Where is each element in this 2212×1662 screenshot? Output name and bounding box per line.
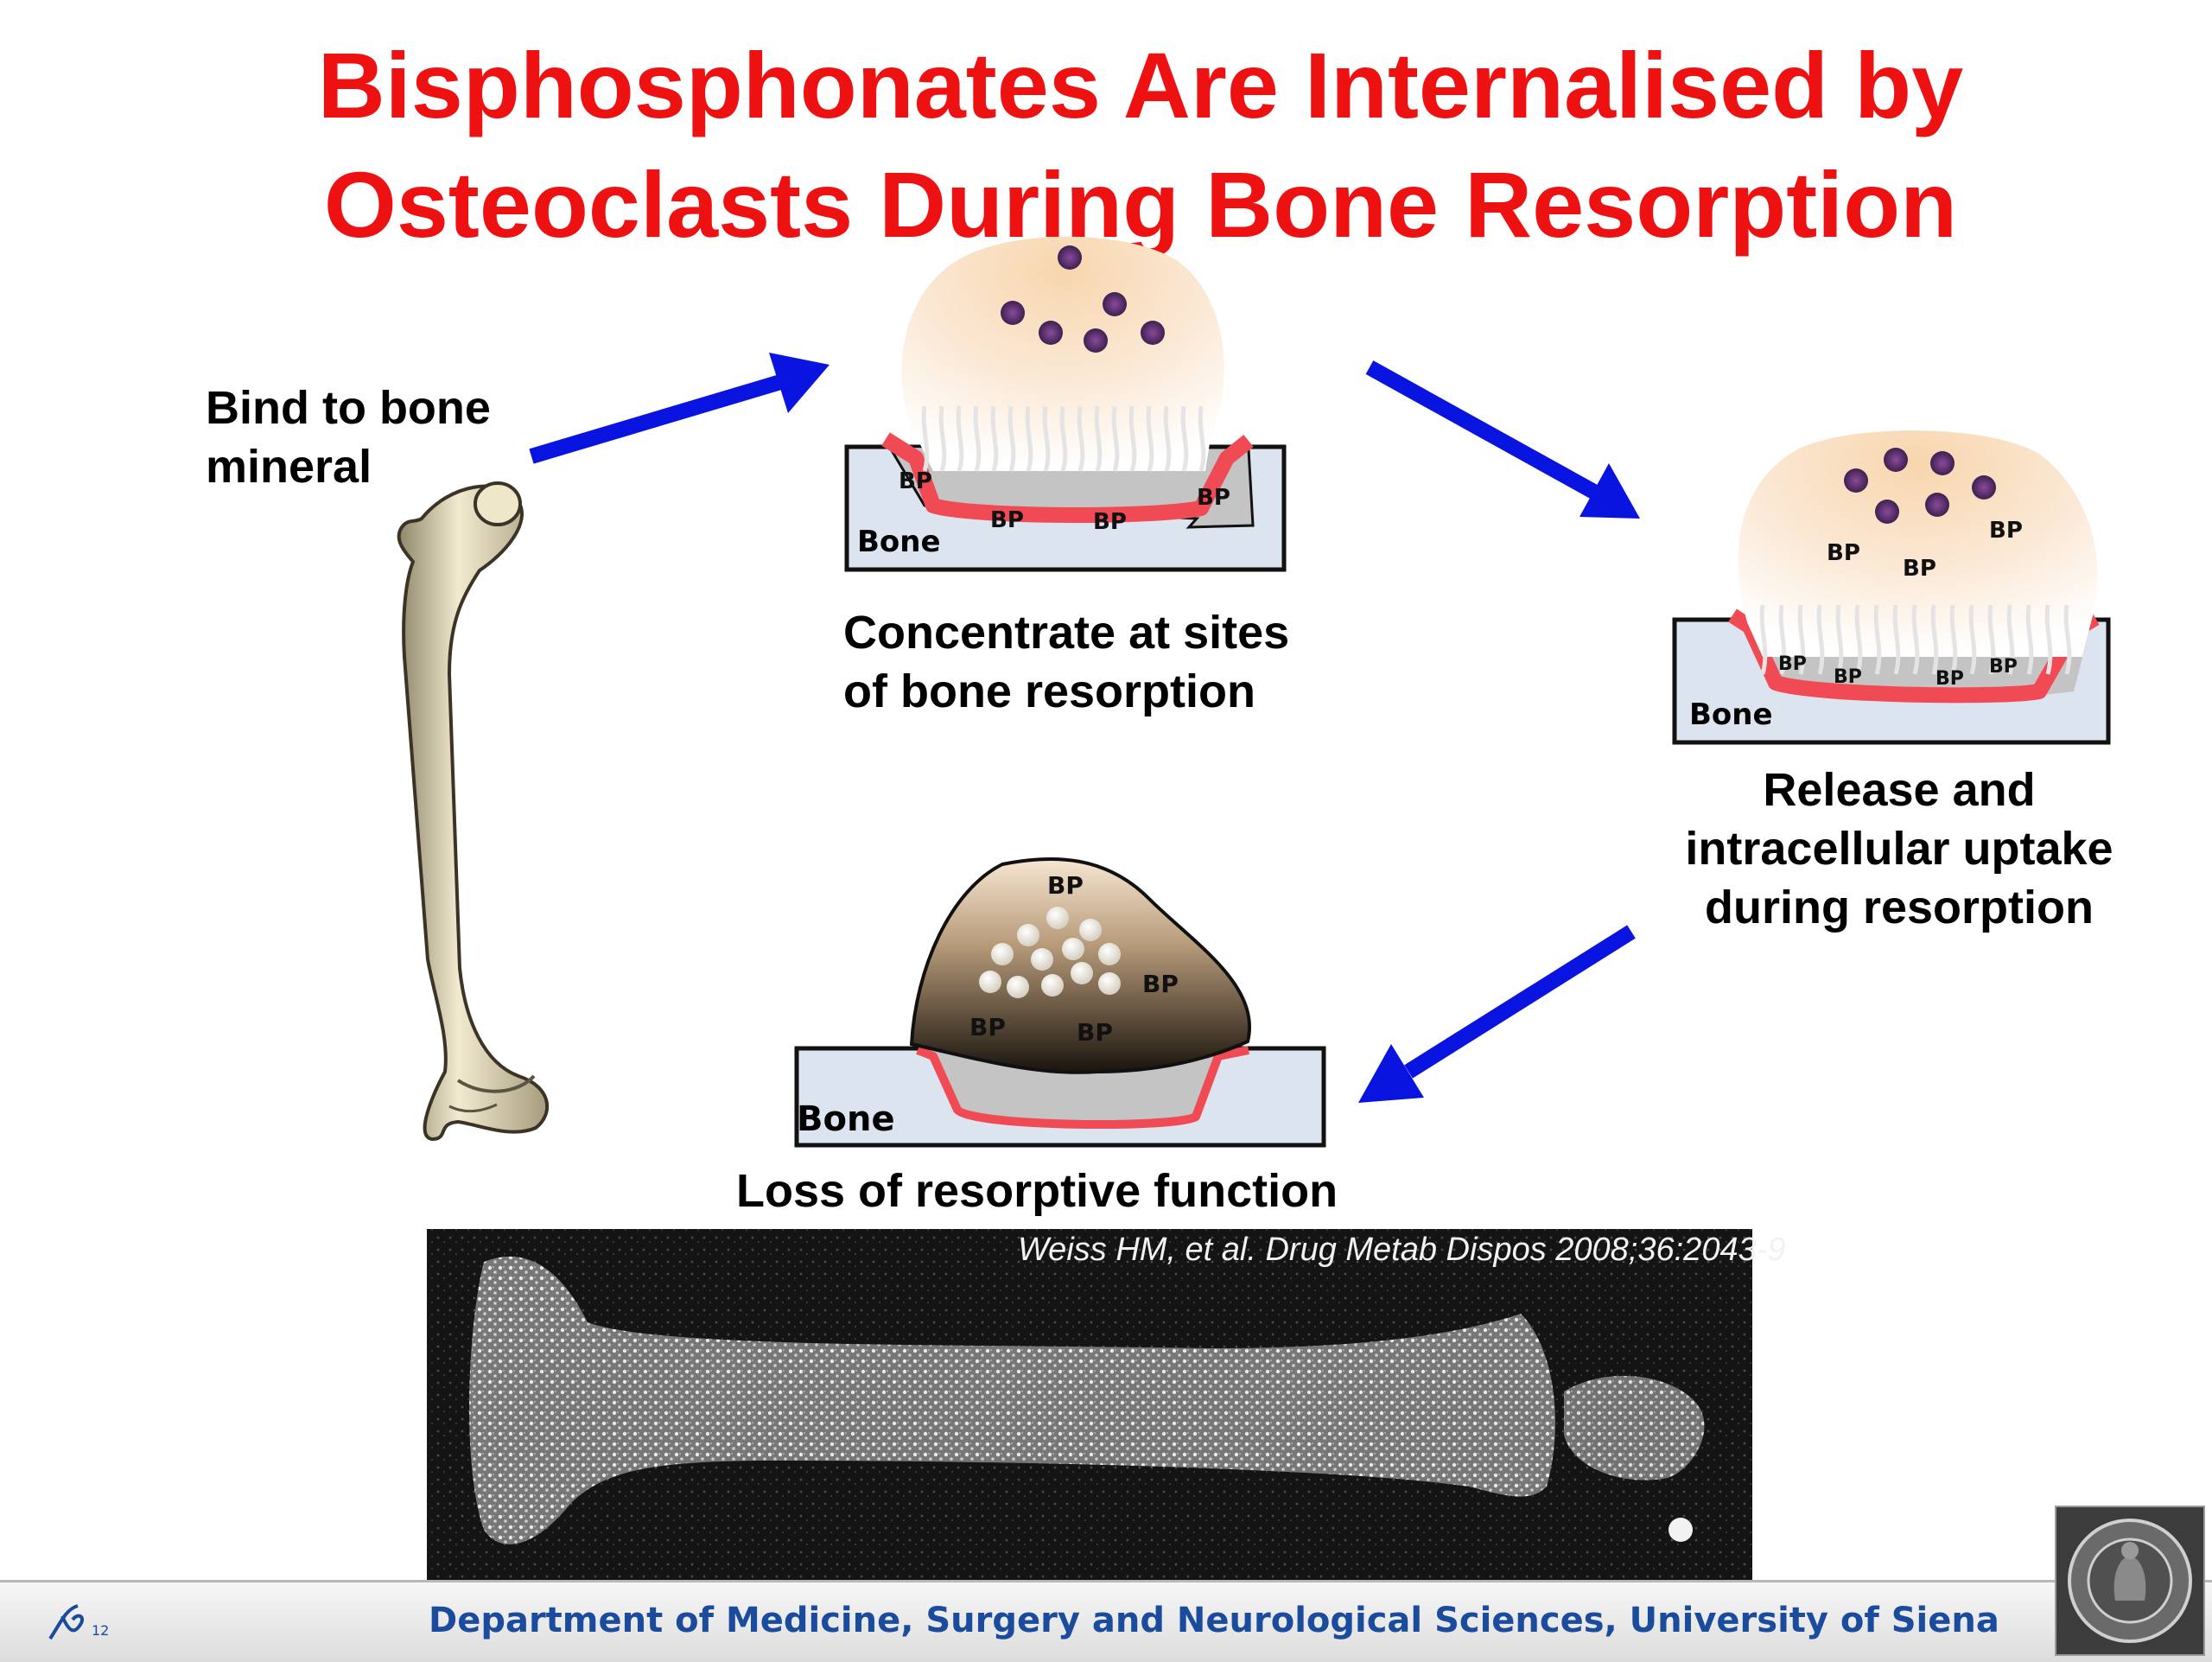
signature-logo-icon: 12 <box>48 1604 109 1640</box>
arrow-concentrate-to-release <box>1365 360 1640 519</box>
bp-label: BP <box>1936 668 1964 690</box>
bp-label: BP <box>1778 653 1807 675</box>
citation: Weiss HM, et al. Drug Metab Dispos 2008;… <box>1018 1232 1786 1268</box>
step-loss-line-1: Loss of resorptive function <box>736 1165 1338 1217</box>
footer-department: Department of Medicine, Surgery and Neur… <box>429 1601 1999 1640</box>
bp-label: BP <box>1093 509 1127 535</box>
step-release-line-3: during resorption <box>1705 882 2094 933</box>
bp-label: BP <box>1197 485 1230 511</box>
logo-text: 12 <box>92 1622 109 1639</box>
title-line-2: Osteoclasts During Bone Resorption <box>323 152 1958 257</box>
osteoclast-stage-concentrate: BP BP BP BP Bone <box>844 236 1287 572</box>
bp-label: BP <box>1834 666 1862 688</box>
step-concentrate-line-2: of bone resorption <box>843 665 1255 717</box>
bp-label: BP <box>1827 540 1860 566</box>
nuclei <box>1844 448 1996 524</box>
bone-label: Bone <box>1689 697 1773 732</box>
step-release-label: Release and intracellular uptake during … <box>1657 761 2141 937</box>
bp-label: BP <box>1989 656 2018 678</box>
vacuoles <box>979 907 1121 998</box>
step-bind-label: Bind to bone mineral <box>206 379 491 496</box>
step-bind-line-2: mineral <box>206 441 372 493</box>
nuclei <box>1001 245 1165 353</box>
bp-label: BP <box>969 1013 1006 1041</box>
arrow-release-to-loss <box>1358 925 1636 1103</box>
femur-bone-illustration <box>397 481 550 1142</box>
footer-bar <box>0 1580 2212 1662</box>
step-release-line-2: intracellular uptake <box>1685 823 2113 875</box>
ruffled-border <box>921 405 1206 472</box>
bp-label: BP <box>899 468 932 494</box>
university-seal-icon <box>2053 1504 2207 1658</box>
bp-label: BP <box>1047 871 1084 900</box>
ruffled-border <box>1759 604 2072 675</box>
slide-title: Bisphosphonates Are Internalised by Oste… <box>0 26 2212 264</box>
bone-micrograph-image <box>427 1229 1752 1580</box>
step-release-line-1: Release and <box>1763 764 2036 816</box>
step-loss-label: Loss of resorptive function <box>736 1162 1338 1220</box>
arrow-bind-to-concentrate <box>529 353 830 464</box>
bone-label: Bone <box>857 525 941 559</box>
step-concentrate-line-1: Concentrate at sites <box>843 607 1290 659</box>
osteoclast-stage-release: BP BP BP BP BP BP BP Bone <box>1672 430 2111 745</box>
bp-label: BP <box>1142 970 1179 998</box>
title-line-1: Bisphosphonates Are Internalised by <box>317 33 1964 137</box>
step-bind-line-1: Bind to bone <box>206 382 491 434</box>
osteoclast-stage-loss: BP BP BP BP Bone <box>794 856 1326 1148</box>
university-seal-logo <box>2053 1504 2207 1660</box>
signature-logo: 12 <box>43 1597 121 1653</box>
bp-label: BP <box>990 507 1024 533</box>
bp-label: BP <box>1077 1018 1113 1047</box>
bp-label: BP <box>1903 556 1936 582</box>
step-concentrate-label: Concentrate at sites of bone resorption <box>843 603 1289 721</box>
bone-label: Bone <box>797 1099 895 1139</box>
bp-label: BP <box>1989 518 2023 544</box>
